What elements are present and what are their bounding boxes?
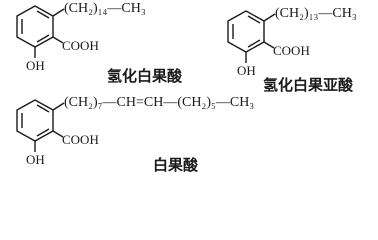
carboxyl-group-1: COOH	[62, 38, 99, 53]
ring-drawings	[16, 5, 276, 152]
hydroxyl-group-1: OH	[26, 58, 45, 73]
carboxyl-group-2: COOH	[273, 43, 310, 58]
carboxyl-group-3: COOH	[62, 132, 99, 147]
compound-name-3: 白果酸	[153, 156, 199, 174]
side-chain-2: (CH₂)₁₃—CH₃	[275, 6, 357, 21]
compound-name-2: 氢化白果亚酸	[263, 76, 354, 94]
hydroxyl-group-2: OH	[237, 63, 256, 78]
compound-name-1: 氢化白果酸	[107, 67, 183, 85]
side-chain-3: (CH₂)₇—CH=CH—(CH₂)₅—CH₃	[64, 95, 255, 110]
benzene-ring-3	[16, 99, 65, 152]
hydroxyl-group-3: OH	[26, 152, 45, 167]
structure-figure: (CH₂)₁₄—CH₃ COOH OH 氢化白果酸 (CH₂)₁₃—CH₃ CO…	[16, 1, 357, 174]
benzene-ring-2	[227, 10, 276, 63]
benzene-ring-1	[16, 5, 65, 58]
side-chain-1: (CH₂)₁₄—CH₃	[64, 1, 146, 16]
